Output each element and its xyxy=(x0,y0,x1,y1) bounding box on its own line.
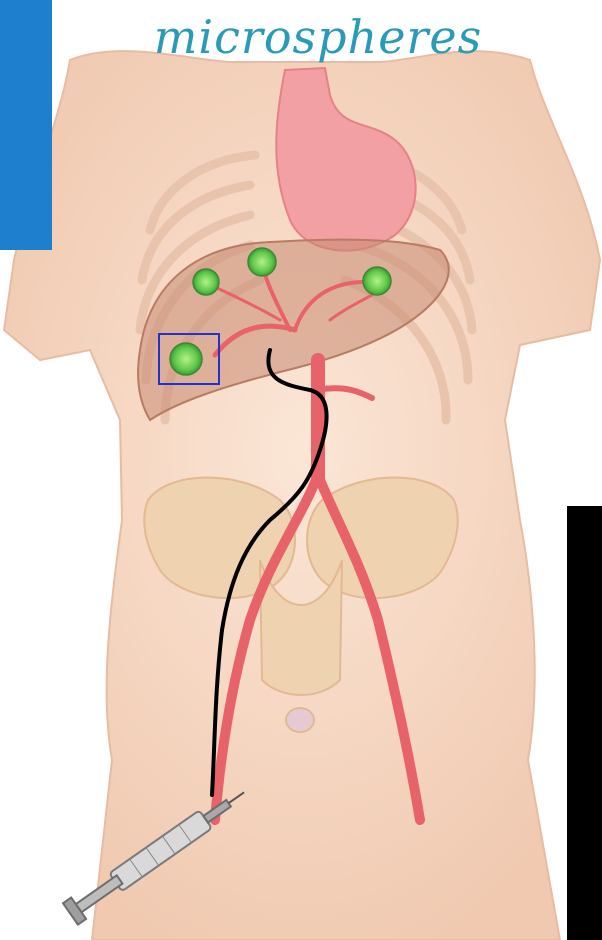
tumor-3 xyxy=(363,267,391,295)
black-side-bar xyxy=(567,506,602,940)
tumor-highlight-box xyxy=(158,333,220,385)
tumor-2 xyxy=(248,248,276,276)
page-title: microspheres xyxy=(88,2,548,72)
tumor-1 xyxy=(193,269,219,295)
blue-side-bar xyxy=(0,0,52,250)
